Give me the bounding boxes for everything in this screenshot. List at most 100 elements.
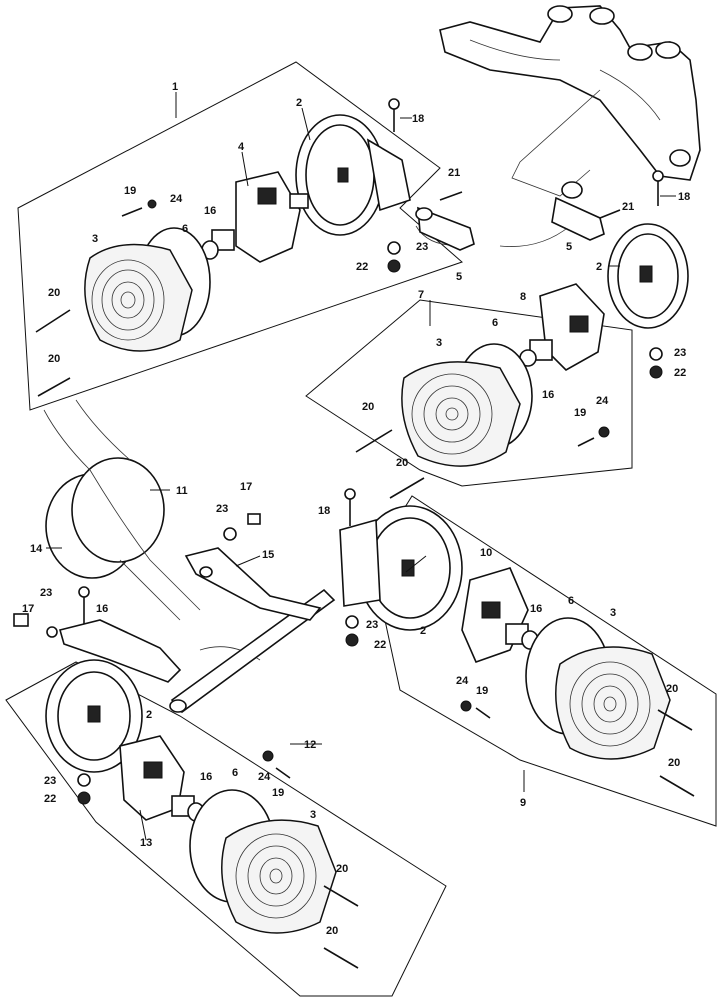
label-20: 20 xyxy=(666,683,678,695)
lower-left-screw-20a xyxy=(323,885,359,907)
label-3: 3 xyxy=(436,337,442,349)
upper-right-lens xyxy=(401,361,521,467)
label-18: 18 xyxy=(412,113,424,125)
label-10: 10 xyxy=(480,547,492,559)
label-20: 20 xyxy=(48,353,60,365)
upper-left-screw-20a xyxy=(35,309,71,333)
lower-mount-bar xyxy=(169,588,336,714)
label-24: 24 xyxy=(596,395,609,407)
label-14: 14 xyxy=(30,543,43,555)
label-6: 6 xyxy=(232,767,238,779)
label-24: 24 xyxy=(258,771,271,783)
label-17: 17 xyxy=(240,481,252,493)
lower-left-washer-24 xyxy=(262,750,274,762)
label-2: 2 xyxy=(596,261,602,273)
label-24: 24 xyxy=(456,675,469,687)
label-4: 4 xyxy=(238,141,245,153)
label-11: 11 xyxy=(176,485,188,497)
upper-left-washer-24 xyxy=(147,199,157,209)
group-outline-9 xyxy=(371,495,717,827)
lower-right-socket xyxy=(461,567,529,664)
label-19: 19 xyxy=(272,787,284,799)
label-1: 1 xyxy=(172,81,178,93)
upper-left-lamp-housing xyxy=(295,114,411,236)
label-18: 18 xyxy=(678,191,690,203)
label-2: 2 xyxy=(296,97,302,109)
upper-left-lens xyxy=(84,243,193,352)
label-23: 23 xyxy=(416,241,428,253)
wire-harness-left xyxy=(43,399,201,611)
label-22: 22 xyxy=(356,261,368,273)
label-3: 3 xyxy=(610,607,616,619)
label-8: 8 xyxy=(520,291,526,303)
label-20: 20 xyxy=(336,863,348,875)
lower-right-lens xyxy=(555,646,671,760)
bracket-15 xyxy=(184,547,322,621)
bracket-lower-left xyxy=(59,619,182,683)
label-24: 24 xyxy=(170,193,183,205)
group-outline-7 xyxy=(305,299,633,487)
label-12: 12 xyxy=(304,739,316,751)
handlebar-bracket xyxy=(439,5,701,181)
stem-5-left xyxy=(415,206,475,251)
upper-wire-rod xyxy=(511,89,601,197)
lower-right-screw-20a xyxy=(657,709,693,731)
upper-right-screw-20 xyxy=(355,429,393,453)
label-2: 2 xyxy=(420,625,426,637)
label-7: 7 xyxy=(418,289,424,301)
label-16: 16 xyxy=(530,603,542,615)
lower-left-lamp-housing xyxy=(45,659,143,773)
lower-right-screw-19 xyxy=(475,707,491,719)
label-3: 3 xyxy=(92,233,98,245)
label-17: 17 xyxy=(22,603,34,615)
lower-right-washer-24 xyxy=(460,700,472,712)
upper-left-screw-20b xyxy=(37,377,71,397)
upper-left-socket xyxy=(235,171,309,263)
label-5: 5 xyxy=(566,241,572,253)
headlight-rim-11 xyxy=(71,457,165,563)
label-15: 15 xyxy=(262,549,274,561)
label-20: 20 xyxy=(326,925,338,937)
label-19: 19 xyxy=(574,407,586,419)
label-6: 6 xyxy=(492,317,498,329)
label-21: 21 xyxy=(448,167,460,179)
label-13: 13 xyxy=(140,837,152,849)
upper-right-washer-24 xyxy=(598,426,610,438)
label-20: 20 xyxy=(396,457,408,469)
group-outline-1 xyxy=(17,61,463,411)
stem-5-right xyxy=(551,181,605,241)
label-23: 23 xyxy=(216,503,228,515)
bolt-21-top xyxy=(439,191,463,201)
upper-right-lamp-housing xyxy=(607,223,689,329)
label-19: 19 xyxy=(124,185,136,197)
label-19: 19 xyxy=(476,685,488,697)
upper-left-screw-19 xyxy=(121,207,143,217)
label-22: 22 xyxy=(374,639,386,651)
label-20: 20 xyxy=(362,401,374,413)
lower-left-screw-19 xyxy=(275,767,291,779)
upper-left-bulb xyxy=(201,229,235,260)
lower-left-lens xyxy=(221,819,337,934)
leader-lines xyxy=(46,92,676,841)
upper-right-screw-19 xyxy=(577,437,595,447)
label-22: 22 xyxy=(44,793,56,805)
label-3: 3 xyxy=(310,809,316,821)
lower-right-lamp-housing xyxy=(339,505,463,631)
label-16: 16 xyxy=(204,205,216,217)
label-16: 16 xyxy=(542,389,554,401)
lower-left-screw-20b xyxy=(323,947,359,969)
label-18: 18 xyxy=(318,505,330,517)
upper-right-bulb xyxy=(519,339,553,367)
label-9: 9 xyxy=(520,797,526,809)
label-16: 16 xyxy=(200,771,212,783)
label-16: 16 xyxy=(96,603,108,615)
label-23: 23 xyxy=(40,587,52,599)
part-labels: 1 2 4 18 21 18 19 24 16 21 3 6 5 23 22 5… xyxy=(22,81,690,937)
label-20: 20 xyxy=(48,287,60,299)
lower-right-screw-20b xyxy=(659,775,695,797)
label-20: 20 xyxy=(668,757,680,769)
upper-right-screw-20b xyxy=(389,477,425,499)
label-6: 6 xyxy=(568,595,574,607)
label-6: 6 xyxy=(182,223,188,235)
